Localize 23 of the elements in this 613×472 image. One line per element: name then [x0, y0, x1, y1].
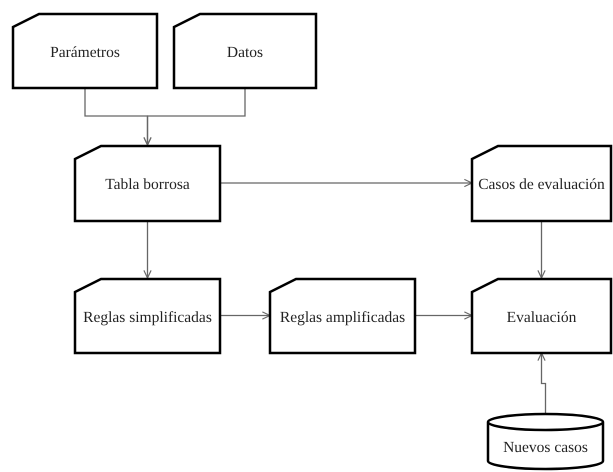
- document-card: [174, 13, 316, 88]
- document-card: [270, 278, 415, 353]
- node-label: Reglas simplificadas: [83, 308, 212, 328]
- document-card: [472, 145, 611, 221]
- document-card: [472, 278, 611, 353]
- node-label: Evaluación: [506, 308, 576, 328]
- node-label: Parámetros: [50, 42, 120, 63]
- document-card: [13, 13, 157, 88]
- document-card: [75, 145, 220, 221]
- arrow: [537, 221, 546, 279]
- node-label: Datos: [226, 42, 264, 63]
- node-label: Casos de evaluación: [478, 175, 605, 196]
- node-label: Tabla borrosa: [105, 175, 190, 196]
- node-label: Nuevos casos: [503, 438, 588, 458]
- arrow: [415, 311, 473, 320]
- database-cylinder: [488, 414, 603, 469]
- document-card: [75, 278, 220, 353]
- arrow: [537, 352, 546, 414]
- node-label: Reglas amplificadas: [280, 308, 406, 328]
- arrow: [220, 311, 271, 320]
- arrow: [143, 221, 152, 279]
- arrow: [220, 178, 473, 188]
- arrow: [143, 88, 246, 146]
